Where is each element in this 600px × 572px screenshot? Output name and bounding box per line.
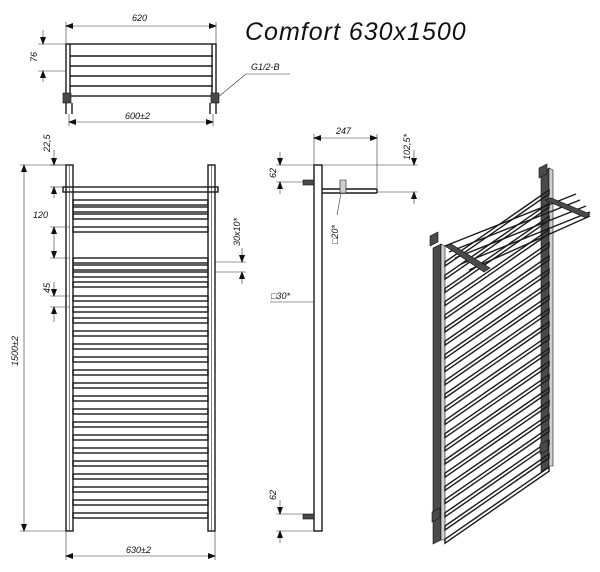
front-rail [72, 295, 209, 302]
front-rail [72, 213, 209, 220]
iso-rail [444, 333, 550, 413]
dim-shelf-height: 102,5* [402, 133, 412, 160]
iso-rail [444, 294, 550, 373]
front-rail [72, 434, 209, 441]
dim-top-depth: 76 [29, 52, 39, 62]
front-rail [72, 343, 209, 350]
iso-rails [444, 188, 550, 545]
front-rail [72, 369, 209, 376]
front-rail [72, 226, 209, 233]
label-shelf-tube: □20* [330, 225, 340, 244]
front-rail [72, 199, 209, 206]
front-view: 22,5 1500±2 120 45 30x10* 630±2 [10, 133, 246, 560]
dim-front-height: 1500±2 [10, 336, 20, 366]
front-rail [72, 473, 209, 480]
iso-rail [444, 439, 550, 519]
iso-rail [444, 399, 550, 479]
top-view: 620 76 G1/2-B 600±2 [29, 13, 290, 126]
front-rail [72, 356, 209, 363]
front-rails [72, 199, 209, 519]
dim-rail-section: 30x10* [232, 217, 242, 246]
front-rail [72, 206, 209, 213]
dim-mount-bottom: 62 [268, 490, 278, 500]
front-rail [72, 382, 209, 389]
front-rail [72, 512, 209, 519]
iso-rail [444, 241, 550, 321]
iso-rail [444, 254, 550, 334]
iso-rail [444, 386, 550, 466]
dim-offset-top: 22,5 [42, 133, 52, 153]
front-rail [72, 271, 209, 278]
label-post-section: □30* [271, 291, 290, 301]
front-rail [72, 306, 209, 313]
front-rail [72, 264, 209, 271]
iso-rail [444, 373, 550, 453]
front-rail [72, 421, 209, 428]
front-rail [72, 499, 209, 506]
dim-mount-top: 62 [268, 168, 278, 178]
iso-view [429, 163, 591, 545]
front-rail [72, 408, 209, 415]
dim-side-depth: 247 [335, 126, 352, 136]
front-rail [72, 395, 209, 402]
dim-gap-small: 45 [42, 282, 52, 293]
side-view: 247 102,5* 62 □20* □30* 62 [268, 126, 418, 543]
dim-top-width: 620 [132, 13, 147, 23]
iso-rail [444, 320, 550, 400]
iso-rail [444, 267, 550, 347]
dim-pipe-span: 600±2 [125, 111, 150, 121]
iso-rail [444, 465, 550, 545]
iso-rail [444, 426, 550, 505]
dim-gap-large: 120 [33, 210, 48, 220]
front-rail [72, 460, 209, 467]
iso-rail [444, 413, 550, 492]
iso-rail [444, 201, 550, 281]
front-rail [72, 281, 209, 288]
front-rail [72, 486, 209, 493]
iso-rail [444, 188, 550, 268]
iso-rail [444, 452, 550, 532]
iso-rail [444, 307, 550, 387]
product-title: Comfort 630x1500 [245, 18, 467, 46]
label-connection: G1/2-B [251, 62, 280, 72]
front-rail [72, 257, 209, 264]
front-rail [72, 330, 209, 337]
iso-rail [444, 281, 550, 360]
iso-rail [444, 360, 550, 439]
front-rail [72, 447, 209, 454]
dim-front-width: 630±2 [126, 545, 151, 555]
iso-rail [444, 347, 550, 426]
front-rail [72, 317, 209, 324]
